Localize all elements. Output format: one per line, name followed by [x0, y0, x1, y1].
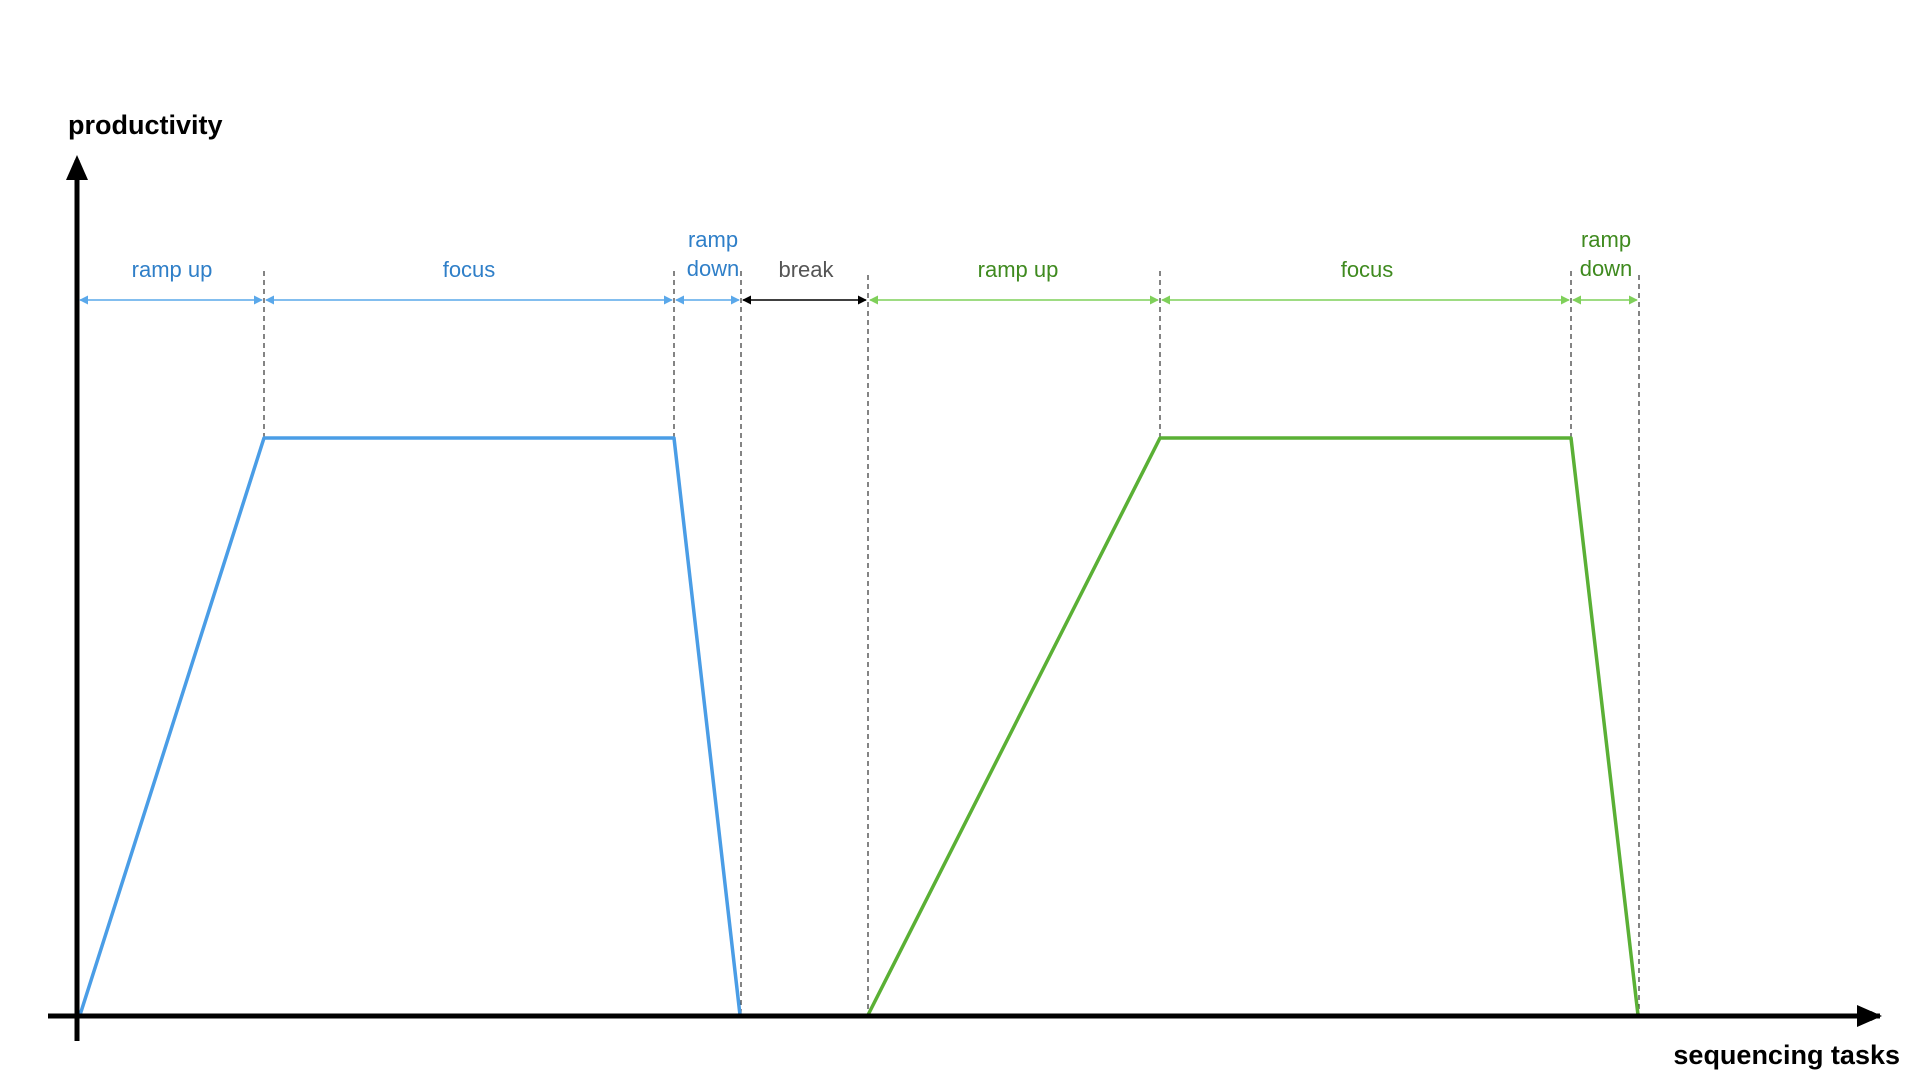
task1-rampdown-label-line1: ramp: [688, 227, 738, 252]
task1-rampup-label: ramp up: [132, 257, 213, 282]
task2-productivity-curve: [866, 436, 1640, 1016]
task1-productivity-curve: [78, 436, 742, 1016]
task2-focus-label: focus: [1341, 257, 1394, 282]
break-label: break: [778, 257, 834, 282]
x-axis-title: sequencing tasks: [1673, 1040, 1900, 1070]
task1-rampdown-label-line2: down: [687, 256, 740, 281]
y-axis-arrowhead: [66, 155, 88, 180]
task2-rampup-label: ramp up: [978, 257, 1059, 282]
task1-focus-label: focus: [443, 257, 496, 282]
y-axis-title: productivity: [68, 110, 223, 140]
task2-rampdown-label-line1: ramp: [1581, 227, 1631, 252]
x-axis-arrowhead: [1857, 1005, 1882, 1027]
task2-rampdown-label-line2: down: [1580, 256, 1633, 281]
